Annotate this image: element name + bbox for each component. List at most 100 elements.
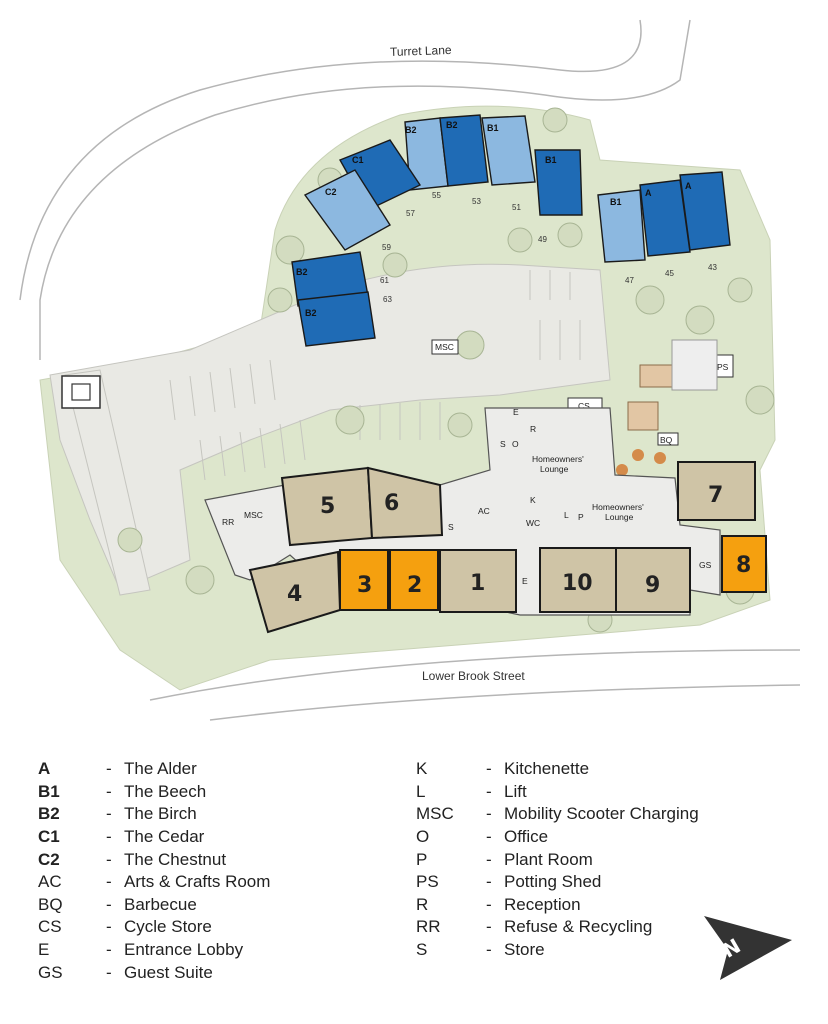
unit-label-5: 5	[320, 494, 335, 519]
legend-dash: -	[486, 827, 492, 847]
wc-label: WC	[526, 518, 540, 528]
house-number-43: 43	[708, 263, 717, 272]
label-b2-b: B2	[446, 120, 458, 130]
lounge2b-label: Lounge	[605, 512, 634, 522]
lounge1-label: Homeowners'	[532, 454, 584, 464]
cs-label: CS	[578, 401, 590, 411]
legend-dash: -	[106, 759, 112, 779]
legend-row: C1-The Cedar	[38, 826, 270, 849]
label-a-a: A	[645, 188, 652, 198]
house-number-45: 45	[665, 269, 674, 278]
label-a-b: A	[685, 181, 692, 191]
north-apartment-blocks	[291, 114, 731, 347]
house-number-49: 49	[538, 235, 547, 244]
legend-row: E-Entrance Lobby	[38, 939, 270, 962]
p-label: P	[578, 512, 584, 522]
lounge2-label: Homeowners'	[592, 502, 644, 512]
legend-code: E	[38, 940, 50, 960]
block-b1-49	[534, 149, 583, 216]
legend-description: The Cedar	[124, 827, 205, 847]
unit-label-3: 3	[357, 573, 372, 598]
block-c2	[303, 169, 391, 251]
legend-dash: -	[106, 872, 112, 892]
house-number-53: 53	[472, 197, 481, 206]
legend-code: A	[38, 759, 51, 779]
house-number-61: 61	[380, 276, 389, 285]
patio	[671, 339, 718, 391]
unit-6	[366, 466, 444, 540]
unit-label-1: 1	[470, 571, 485, 596]
legend-row: B1-The Beech	[38, 781, 270, 804]
unit-8	[721, 535, 767, 593]
patio-tables	[616, 449, 666, 476]
legend-row: RR-Refuse & Recycling	[416, 916, 699, 939]
site-plan-map: B2 B2 B1 B1 C1 C2 B2 B2 B1 A A 55 53 51 …	[19, 19, 801, 721]
legend-dash: -	[106, 894, 112, 914]
house-number-63: 63	[383, 295, 392, 304]
legend-dash: -	[486, 781, 492, 801]
s-top-label: S	[500, 439, 506, 449]
legend-description: Entrance Lobby	[124, 940, 244, 960]
unit-label-7: 7	[708, 483, 723, 508]
legend-dash: -	[486, 894, 492, 914]
legend-row: C2-The Chestnut	[38, 848, 270, 871]
legend-dash: -	[106, 849, 112, 869]
legend-row: CS-Cycle Store	[38, 916, 270, 939]
unit-label-6: 6	[384, 491, 399, 516]
trees	[117, 107, 775, 633]
unit-1	[439, 549, 517, 613]
legend-description: Guest Suite	[124, 962, 213, 982]
legend-code: L	[416, 781, 426, 801]
house-number-51: 51	[512, 203, 521, 212]
units	[248, 461, 767, 634]
road-label-lower-brook-street: Lower Brook Street	[422, 669, 525, 683]
unit-label-9: 9	[645, 573, 660, 598]
legend-code: P	[416, 849, 428, 869]
block-b1-51	[481, 115, 536, 186]
legend-description: Kitchenette	[504, 759, 590, 779]
label-b2-a: B2	[405, 125, 417, 135]
legend-description: Cycle Store	[124, 917, 212, 937]
road-label-turret-lane: Turret Lane	[390, 43, 452, 59]
legend-row: PS-Potting Shed	[416, 871, 699, 894]
legend-dash: -	[106, 804, 112, 824]
msc-label: MSC	[435, 342, 454, 352]
block-a-45	[639, 179, 691, 257]
legend-description: Barbecue	[124, 894, 197, 914]
legend-row: A-The Alder	[38, 758, 270, 781]
label-b2-d: B2	[305, 308, 317, 318]
legend-description: The Beech	[124, 781, 207, 801]
legend-code: AC	[38, 872, 62, 892]
house-number-59: 59	[382, 243, 391, 252]
legend-description: Reception	[504, 894, 581, 914]
legend-description: Lift	[504, 781, 527, 801]
legend-row: L -Lift	[416, 781, 699, 804]
house-number-55: 55	[432, 191, 441, 200]
unit-10	[539, 547, 617, 613]
legend-row: R-Reception	[416, 894, 699, 917]
rr-label: RR	[222, 517, 234, 527]
l-label: L	[564, 510, 569, 520]
legend-description: Plant Room	[504, 849, 593, 869]
deck	[627, 401, 659, 431]
legend-row: K-Kitchenette	[416, 758, 699, 781]
block-a-43	[679, 171, 731, 251]
msc2-label: MSC	[244, 510, 263, 520]
legend-row: S-Store	[416, 939, 699, 962]
label-c1: C1	[352, 155, 364, 165]
legend-description: The Birch	[124, 804, 197, 824]
legend-description: Store	[504, 940, 545, 960]
legend-row: MSC-Mobility Scooter Charging	[416, 803, 699, 826]
pergola	[639, 364, 673, 388]
bin-store-inner	[71, 383, 91, 401]
legend-code: O	[416, 827, 430, 847]
legend-code: C2	[38, 849, 60, 869]
legend-code: S	[416, 940, 428, 960]
north-arrow-icon: N	[704, 916, 792, 980]
o-label: O	[512, 439, 519, 449]
legend-code: K	[416, 759, 428, 779]
unit-label-10: 10	[562, 571, 593, 596]
legend-code: B1	[38, 781, 60, 801]
block-b1-47	[597, 189, 646, 263]
